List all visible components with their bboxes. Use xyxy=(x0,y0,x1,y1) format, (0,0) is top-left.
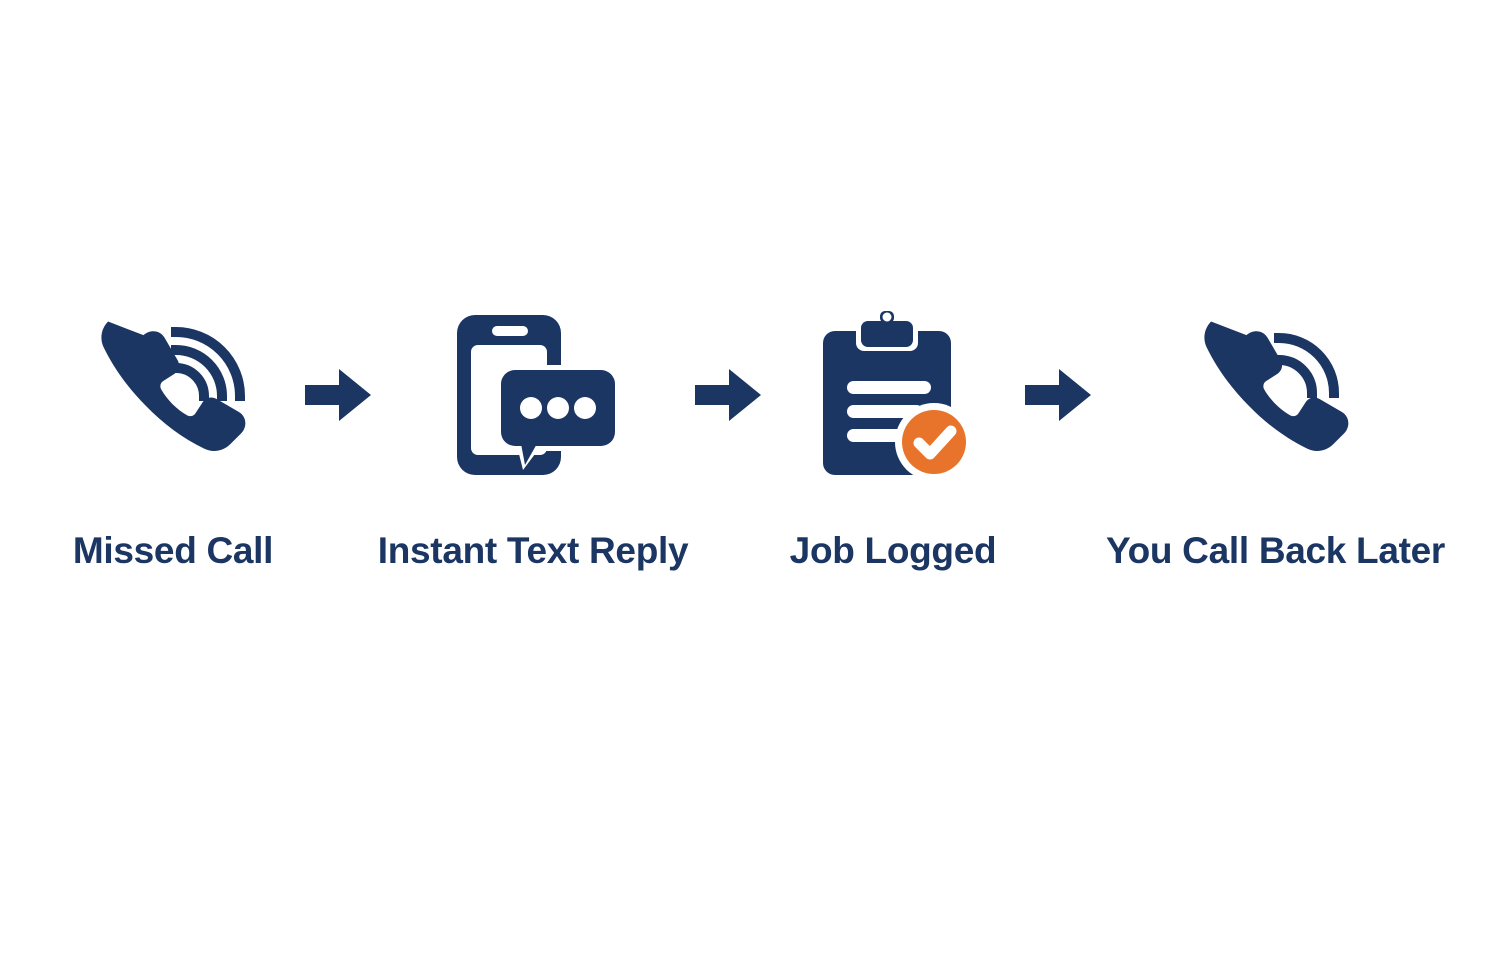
flow-step-label: Job Logged xyxy=(789,530,997,571)
flow-step-instant-text-reply: Instant Text Reply xyxy=(378,300,689,569)
process-flow: Missed Call xyxy=(0,300,1501,569)
clipboard-check-icon xyxy=(803,300,983,490)
flow-step-label: Missed Call xyxy=(72,530,274,571)
flow-step-label: Instant Text Reply xyxy=(377,530,689,571)
arrow-right-icon xyxy=(1013,300,1103,490)
phone-ringing-icon xyxy=(1191,300,1361,490)
flow-step-you-call-back-later: You Call Back Later xyxy=(1103,300,1448,569)
flow-step-job-logged: Job Logged xyxy=(773,300,1013,569)
flow-step-label: You Call Back Later xyxy=(1105,530,1446,571)
smartphone-chat-bubble-icon xyxy=(443,300,623,490)
flow-step-missed-call: Missed Call xyxy=(53,300,293,569)
arrow-right-icon xyxy=(293,300,383,490)
phone-ringing-icon xyxy=(88,300,258,490)
arrow-right-icon xyxy=(683,300,773,490)
